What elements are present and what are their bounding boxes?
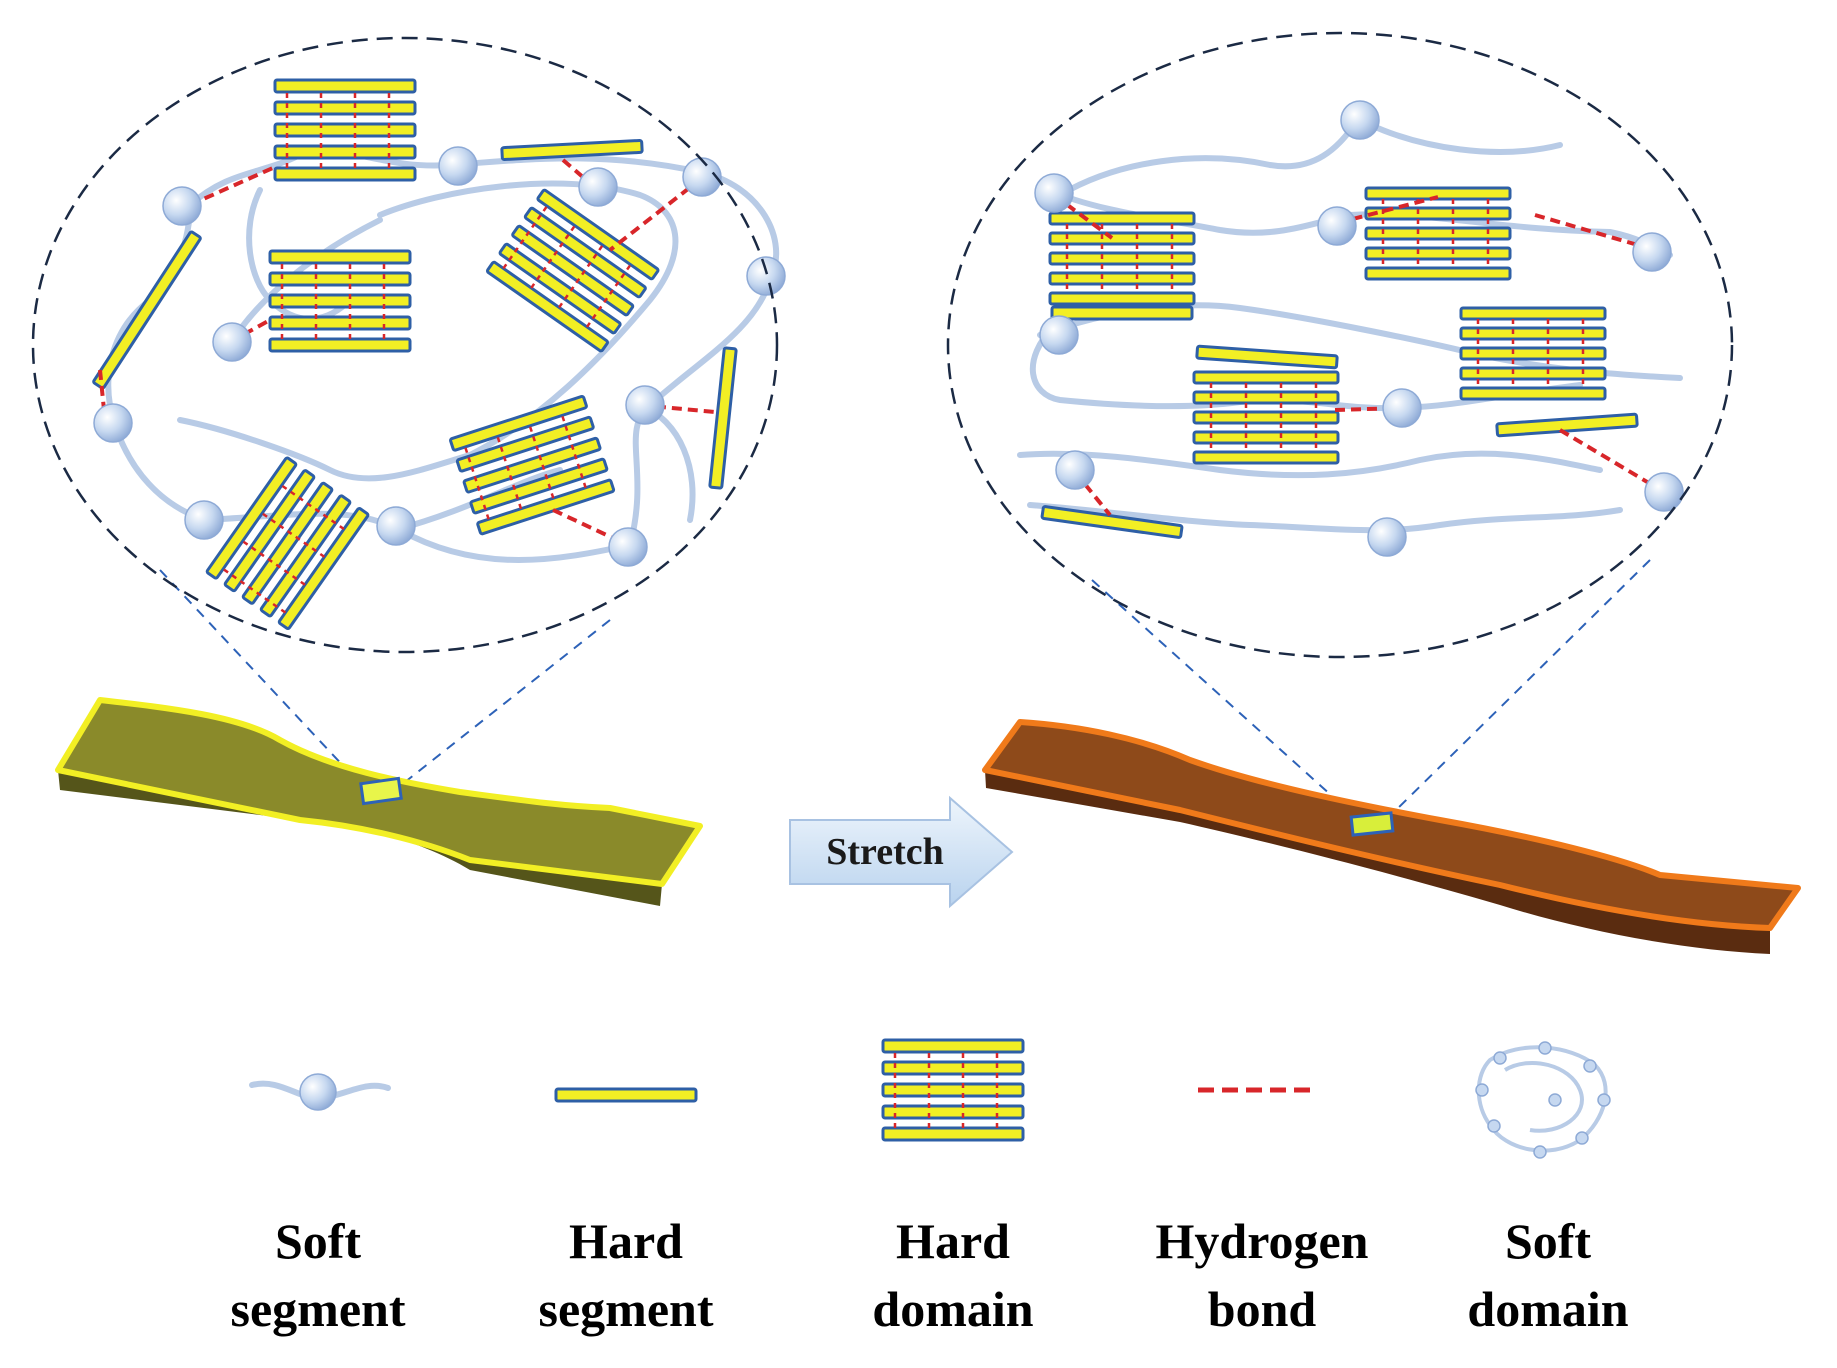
hard-domain bbox=[448, 394, 616, 536]
legend-soft-segment-icon bbox=[249, 1073, 391, 1111]
legend-label-line2: bond bbox=[1208, 1281, 1317, 1337]
soft-segment-beads-right bbox=[1034, 100, 1684, 557]
legend-label-line1: Hydrogen bbox=[1156, 1213, 1369, 1269]
hard-domain bbox=[1459, 306, 1607, 401]
legend-label-line2: segment bbox=[539, 1281, 714, 1337]
legend: Soft segment Hard segment Hard domain Hy… bbox=[231, 1038, 1629, 1337]
hard-domain bbox=[485, 187, 661, 354]
legend-label-line1: Hard bbox=[896, 1213, 1010, 1269]
hard-domain bbox=[268, 249, 412, 353]
zoom-ellipse-right bbox=[946, 31, 1734, 659]
soft-segment-beads-left bbox=[93, 146, 786, 567]
legend-hard-domain-icon bbox=[881, 1038, 1025, 1142]
zoom-guide-lines-left bbox=[159, 569, 611, 787]
stretch-arrow: Stretch bbox=[789, 795, 1014, 909]
zoom-guide-lines-right bbox=[1091, 559, 1651, 815]
legend-label-line1: Soft bbox=[275, 1213, 361, 1269]
soft-chains-left bbox=[105, 147, 780, 563]
hard-segments-right bbox=[1040, 305, 1639, 539]
hard-domain bbox=[1048, 211, 1196, 306]
hard-domain bbox=[1364, 186, 1512, 281]
legend-soft-domain-icon bbox=[1475, 1041, 1611, 1159]
legend-label-line2: domain bbox=[872, 1281, 1033, 1337]
stretch-label: Stretch bbox=[826, 831, 944, 873]
legend-label-line2: domain bbox=[1467, 1281, 1628, 1337]
hard-domain bbox=[1192, 370, 1340, 465]
legend-label-line1: Hard bbox=[569, 1213, 683, 1269]
legend-label-line1: Soft bbox=[1505, 1213, 1591, 1269]
hard-domain bbox=[204, 455, 371, 631]
dogbone-sample-after bbox=[982, 719, 1801, 954]
soft-chains-right bbox=[1017, 116, 1683, 534]
dogbone-sample-before bbox=[55, 697, 703, 906]
legend-hard-segment-icon bbox=[554, 1087, 698, 1103]
hard-segments-left bbox=[92, 138, 738, 490]
zoom-ellipse-left bbox=[31, 36, 779, 654]
unstretched-zoom bbox=[31, 36, 786, 906]
legend-label-line2: segment bbox=[231, 1281, 406, 1337]
stretched-zoom bbox=[946, 31, 1801, 954]
